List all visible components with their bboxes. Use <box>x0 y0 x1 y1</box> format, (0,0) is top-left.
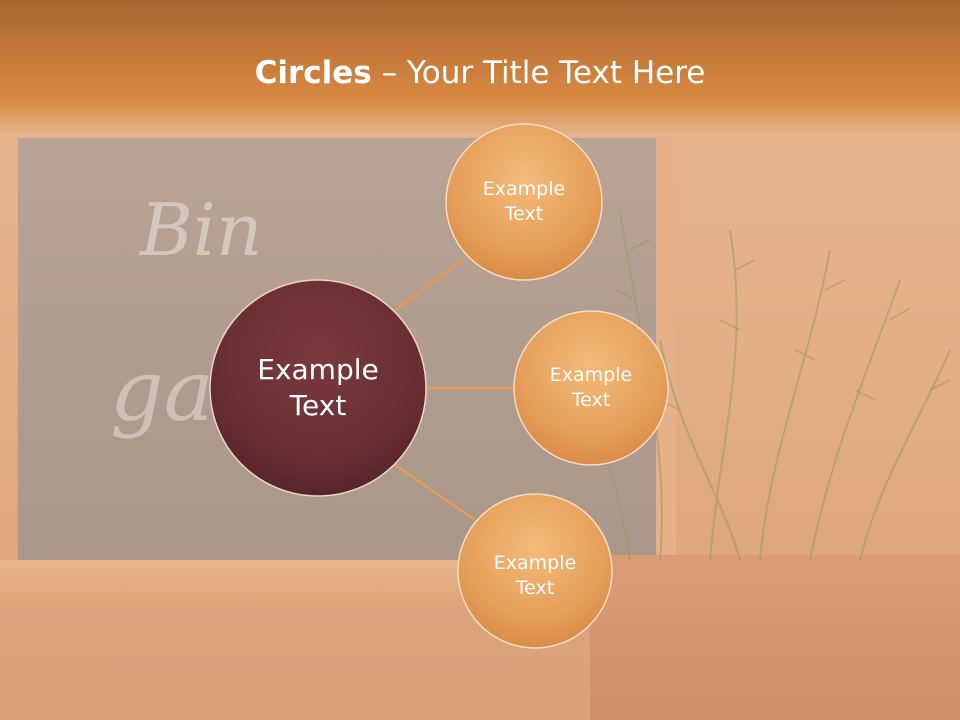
satellite-label-3: Example Text <box>493 552 577 599</box>
center-label: Example Text <box>257 352 379 422</box>
title-rest: – Your Title Text Here <box>371 55 706 91</box>
plant-pot <box>590 555 960 720</box>
satellite-label-2: Example Text <box>549 364 633 411</box>
connector-3 <box>394 463 476 522</box>
satellite-circle-1 <box>445 123 603 281</box>
satellite-circle-2 <box>513 310 669 466</box>
satellite-circle-3 <box>457 493 613 649</box>
center-circle <box>209 279 427 497</box>
satellite-label-1: Example Text <box>482 178 566 225</box>
slide-title: Circles – Your Title Text Here <box>0 55 960 91</box>
connector-1 <box>394 256 466 312</box>
chalk-text-line-1: Bin <box>138 188 262 272</box>
title-band <box>0 0 960 135</box>
title-bold: Circles <box>254 55 372 91</box>
